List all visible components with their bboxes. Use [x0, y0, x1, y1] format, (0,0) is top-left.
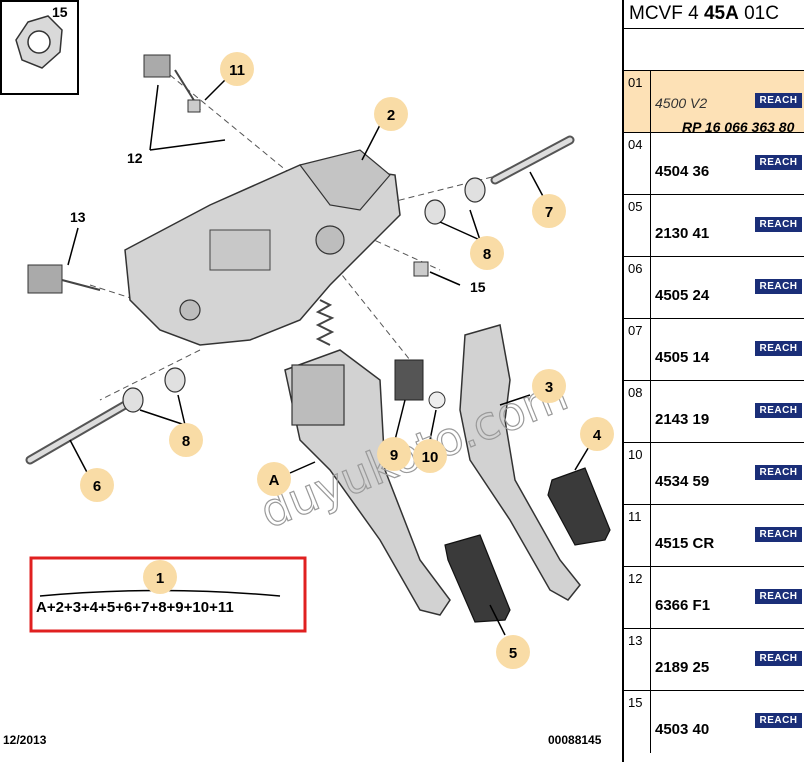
reach-badge: REACH: [755, 589, 802, 604]
part-index: 06: [624, 257, 651, 318]
callout-9: 9: [390, 447, 398, 464]
callout-5: 5: [509, 645, 517, 662]
label-12: 12: [127, 150, 143, 166]
exploded-parts-diagram: 15: [0, 0, 614, 747]
part-row[interactable]: 01 4500 V2 REACH RP 16 066 363 80: [624, 71, 804, 135]
part-code: 4515 CR: [655, 535, 715, 552]
part-row[interactable]: 12 6366 F1 REACH: [624, 567, 804, 629]
part-reference: RP 16 066 363 80: [682, 119, 795, 135]
reach-badge: REACH: [755, 279, 802, 294]
part-code: 4505 14: [655, 349, 710, 366]
sensor-11: [143, 54, 201, 113]
pivot-shaft-7: [490, 135, 575, 185]
part-row[interactable]: 05 2130 41 REACH: [624, 195, 804, 257]
sensor-13: [27, 264, 101, 294]
callout-circles: [80, 52, 614, 669]
callout-8a: 8: [483, 246, 491, 263]
pedal-pad-4: [547, 467, 611, 546]
reach-badge: REACH: [755, 93, 802, 108]
reach-badge: REACH: [755, 341, 802, 356]
callout-4: 4: [593, 427, 602, 444]
part-code: 2143 19: [655, 411, 710, 428]
header-spacer: [624, 29, 804, 71]
part-code: 4534 59: [655, 473, 710, 490]
label-13: 13: [70, 209, 86, 225]
callout-7: 7: [545, 204, 553, 221]
inset-label: 15: [52, 4, 68, 20]
part-code: 6366 F1: [655, 597, 711, 614]
reach-badge: REACH: [755, 155, 802, 170]
part-code: 4503 40: [655, 721, 710, 738]
reach-badge: REACH: [755, 713, 802, 728]
part-code: 4504 36: [655, 163, 710, 180]
part-index: 07: [624, 319, 651, 380]
part-index: 01: [624, 71, 651, 132]
callout-2: 2: [387, 107, 395, 124]
part-row[interactable]: 11 4515 CR REACH: [624, 505, 804, 567]
reach-badge: REACH: [755, 527, 802, 542]
part-index: 10: [624, 443, 651, 504]
pivot-shaft-6: [25, 400, 130, 465]
part-row[interactable]: 07 4505 14 REACH: [624, 319, 804, 381]
part-code: 4500 V2: [655, 95, 708, 111]
callout-10: 10: [422, 449, 439, 466]
part-row[interactable]: 04 4504 36 REACH: [624, 133, 804, 195]
model-prefix: MCVF 4: [629, 3, 699, 24]
model-code-bold: 45A: [703, 3, 739, 24]
parts-list-panel: MCVF 4 45A 01C 01 4500 V2 REACH RP 16 06…: [622, 0, 804, 762]
bushes: [122, 177, 486, 413]
diagram-canvas: 15: [0, 0, 614, 747]
callout-A: A: [269, 472, 280, 489]
nut-15: [413, 261, 429, 277]
reach-badge: REACH: [755, 217, 802, 232]
part-index: 13: [624, 629, 651, 690]
part-row[interactable]: 15 4503 40 REACH: [624, 691, 804, 753]
pedal-pad-5: [444, 534, 511, 623]
callout-11: 11: [229, 62, 245, 79]
part-index: 04: [624, 133, 651, 194]
return-spring: [315, 299, 335, 346]
clutch-pedal-arm: [284, 349, 451, 616]
callout-6: 6: [93, 478, 101, 495]
switch-9: [394, 359, 424, 401]
callout-8b: 8: [182, 433, 190, 450]
callout-numbers: 1 2 3 4 5 6 7 8 8 9 10 11 A: [93, 62, 602, 662]
pedal-box: [124, 149, 401, 346]
part-code: 4505 24: [655, 287, 710, 304]
part-row[interactable]: 13 2189 25 REACH: [624, 629, 804, 691]
drawing-number: 00088145: [548, 733, 602, 747]
nut-inset: [0, 0, 79, 95]
reach-badge: REACH: [755, 465, 802, 480]
part-code: 2189 25: [655, 659, 710, 676]
reach-badge: REACH: [755, 651, 802, 666]
part-row[interactable]: 06 4505 24 REACH: [624, 257, 804, 319]
brake-pedal-arm: [459, 324, 581, 601]
buffer-10: [428, 391, 446, 409]
part-code: 2130 41: [655, 225, 710, 242]
part-index: 05: [624, 195, 651, 256]
callout-1: 1: [156, 570, 164, 587]
part-index: 12: [624, 567, 651, 628]
assembly-formula: A+2+3+4+5+6+7+8+9+10+11: [36, 599, 234, 616]
part-index: 15: [624, 691, 651, 753]
label-15: 15: [470, 279, 486, 295]
reach-badge: REACH: [755, 403, 802, 418]
part-row[interactable]: 08 2143 19 REACH: [624, 381, 804, 443]
callout-3: 3: [545, 379, 553, 396]
part-index: 11: [624, 505, 651, 566]
part-row[interactable]: 10 4534 59 REACH: [624, 443, 804, 505]
model-code-header: MCVF 4 45A 01C: [624, 0, 804, 29]
diagram-date: 12/2013: [3, 733, 47, 747]
part-index: 08: [624, 381, 651, 442]
model-suffix: 01C: [744, 3, 779, 24]
